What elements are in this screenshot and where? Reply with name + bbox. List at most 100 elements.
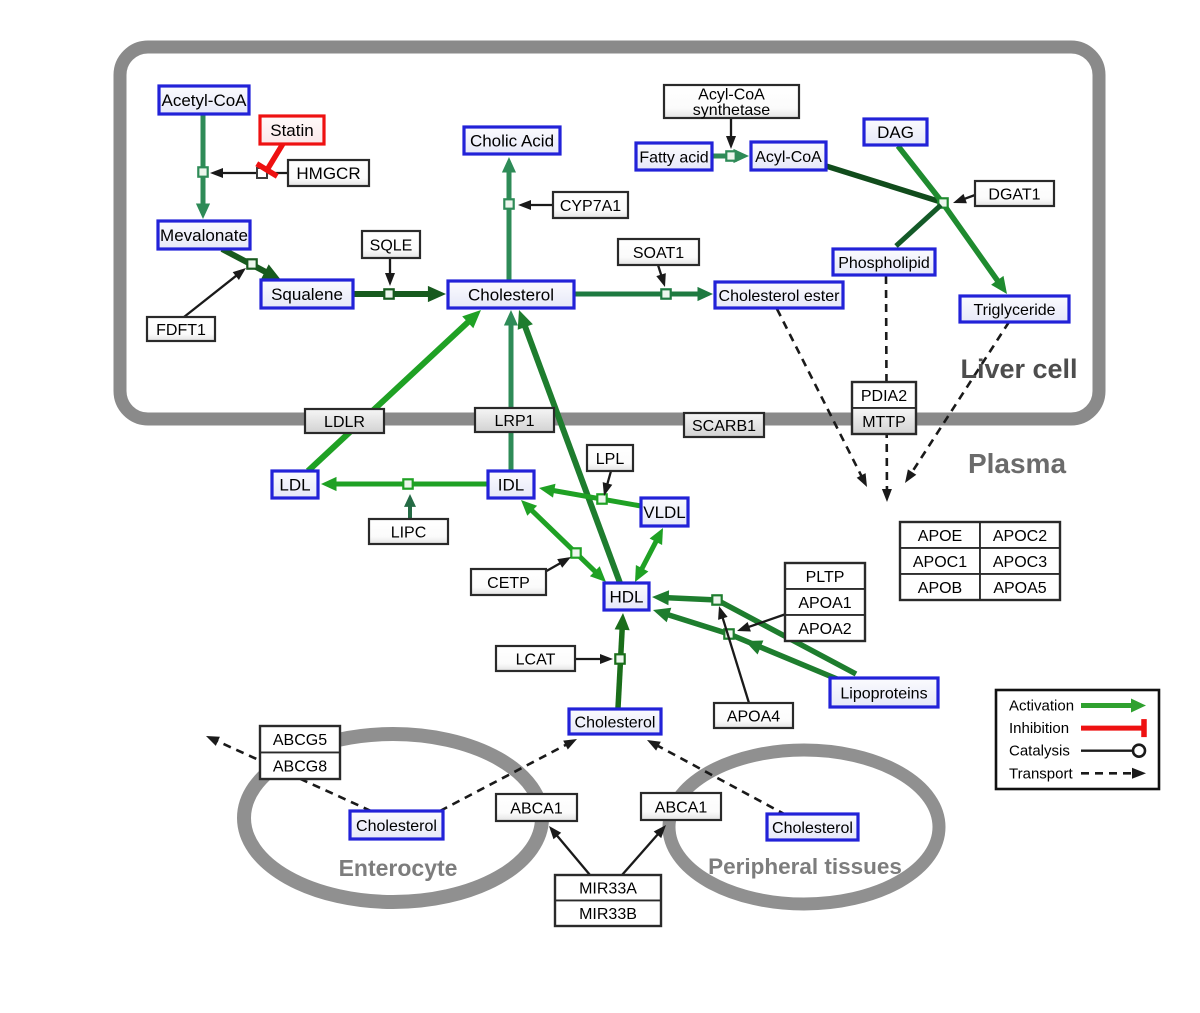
node-box[interactable] bbox=[662, 83, 801, 120]
node-lipoproteins[interactable]: Lipoproteins bbox=[828, 676, 940, 709]
edge-acylcoasynthetase-catalysis bbox=[726, 118, 736, 149]
node-box[interactable] bbox=[446, 279, 576, 310]
node-box[interactable] bbox=[973, 179, 1056, 208]
node-box[interactable] bbox=[567, 707, 663, 736]
node-scarb1[interactable]: SCARB1 bbox=[682, 411, 766, 439]
node-cholesterol-ester[interactable]: Cholesterol ester bbox=[713, 280, 845, 310]
node-box[interactable] bbox=[682, 411, 766, 439]
table-cell-label: ABCG8 bbox=[273, 759, 327, 776]
node-cetp[interactable]: CETP bbox=[469, 567, 548, 597]
node-squalene[interactable]: Squalene bbox=[259, 278, 355, 310]
node-box[interactable] bbox=[494, 644, 577, 673]
node-phospholipid[interactable]: Phospholipid bbox=[831, 247, 937, 277]
node-box[interactable] bbox=[258, 114, 326, 146]
node-dgat1[interactable]: DGAT1 bbox=[973, 179, 1056, 208]
node-label: HMGCR bbox=[296, 164, 360, 183]
node-box[interactable] bbox=[958, 294, 1071, 324]
node-box[interactable] bbox=[639, 496, 690, 528]
node-box[interactable] bbox=[259, 278, 355, 310]
node-box[interactable] bbox=[367, 517, 450, 546]
node-box[interactable] bbox=[360, 229, 422, 260]
node-vldl[interactable]: VLDL bbox=[639, 496, 690, 528]
reaction-anchor bbox=[503, 198, 515, 210]
edges-layer bbox=[183, 114, 1011, 876]
node-box[interactable] bbox=[831, 247, 937, 277]
edge-dgat1-catalysis bbox=[953, 193, 976, 204]
node-abca1-left[interactable]: ABCA1 bbox=[494, 792, 579, 823]
table-cell[interactable] bbox=[784, 614, 866, 642]
node-box[interactable] bbox=[348, 809, 445, 841]
node-dag[interactable]: DAG bbox=[862, 117, 929, 147]
node-soat1[interactable]: SOAT1 bbox=[616, 237, 701, 267]
node-box[interactable] bbox=[634, 141, 714, 172]
node-cyp7a1[interactable]: CYP7A1 bbox=[551, 190, 630, 220]
node-box[interactable] bbox=[585, 443, 635, 473]
node-box[interactable] bbox=[616, 237, 701, 267]
table-cell[interactable] bbox=[899, 521, 981, 549]
node-apoa4[interactable]: APOA4 bbox=[712, 701, 795, 730]
node-hmgcr[interactable]: HMGCR bbox=[286, 158, 371, 188]
table-cell[interactable] bbox=[899, 573, 981, 601]
node-lpl[interactable]: LPL bbox=[585, 443, 635, 473]
node-box[interactable] bbox=[462, 125, 562, 156]
node-cholesterol-peripheral[interactable]: Cholesterol bbox=[765, 812, 860, 842]
node-box[interactable] bbox=[712, 701, 795, 730]
node-acetyl-coa[interactable]: Acetyl-CoA bbox=[157, 84, 251, 116]
node-box[interactable] bbox=[156, 219, 252, 251]
node-ldlr[interactable]: LDLR bbox=[303, 407, 386, 435]
node-box[interactable] bbox=[494, 792, 579, 823]
node-idl[interactable]: IDL bbox=[486, 469, 536, 500]
edge-lcat-catalysis bbox=[575, 654, 613, 664]
node-cholesterol-liver[interactable]: Cholesterol bbox=[446, 279, 576, 310]
edge-mevalonate-squalene bbox=[220, 246, 281, 280]
node-cholesterol-enterocyte[interactable]: Cholesterol bbox=[348, 809, 445, 841]
node-triglyceride[interactable]: Triglyceride bbox=[958, 294, 1071, 324]
node-fdft1[interactable]: FDFT1 bbox=[145, 315, 217, 343]
node-box[interactable] bbox=[270, 469, 320, 500]
node-label: CYP7A1 bbox=[560, 198, 621, 215]
node-abca1-right[interactable]: ABCA1 bbox=[639, 791, 723, 822]
node-lrp1[interactable]: LRP1 bbox=[473, 406, 556, 434]
node-sqle[interactable]: SQLE bbox=[360, 229, 422, 260]
node-box[interactable] bbox=[473, 406, 556, 434]
node-mevalonate[interactable]: Mevalonate bbox=[156, 219, 252, 251]
table-cell[interactable] bbox=[979, 573, 1061, 601]
node-lipc[interactable]: LIPC bbox=[367, 517, 450, 546]
node-box[interactable] bbox=[145, 315, 217, 343]
node-box[interactable] bbox=[303, 407, 386, 435]
node-ldl[interactable]: LDL bbox=[270, 469, 320, 500]
node-box[interactable] bbox=[862, 117, 929, 147]
node-label: IDL bbox=[498, 476, 524, 495]
node-box[interactable] bbox=[713, 280, 845, 310]
node-box[interactable] bbox=[551, 190, 630, 220]
node-statin[interactable]: Statin bbox=[258, 114, 326, 146]
node-box[interactable] bbox=[157, 84, 251, 116]
table-cell[interactable] bbox=[851, 381, 917, 409]
node-box[interactable] bbox=[469, 567, 548, 597]
node-cholic-acid[interactable]: Cholic Acid bbox=[462, 125, 562, 156]
node-fatty-acid[interactable]: Fatty acid bbox=[634, 141, 714, 172]
node-box[interactable] bbox=[749, 140, 828, 172]
node-hdl[interactable]: HDL bbox=[602, 581, 651, 612]
table-cell[interactable] bbox=[259, 725, 341, 754]
table-cell[interactable] bbox=[554, 899, 662, 927]
node-box[interactable] bbox=[486, 469, 536, 500]
node-acyl-coa[interactable]: Acyl-CoA bbox=[749, 140, 828, 172]
node-box[interactable] bbox=[828, 676, 940, 709]
table-cell-label: APOE bbox=[918, 528, 962, 545]
node-box[interactable] bbox=[765, 812, 860, 842]
node-box[interactable] bbox=[286, 158, 371, 188]
node-box[interactable] bbox=[639, 791, 723, 822]
node-label: LPL bbox=[596, 451, 625, 468]
node-box[interactable] bbox=[602, 581, 651, 612]
node-cholesterol-plasma[interactable]: Cholesterol bbox=[567, 707, 663, 736]
node-lcat[interactable]: LCAT bbox=[494, 644, 577, 673]
